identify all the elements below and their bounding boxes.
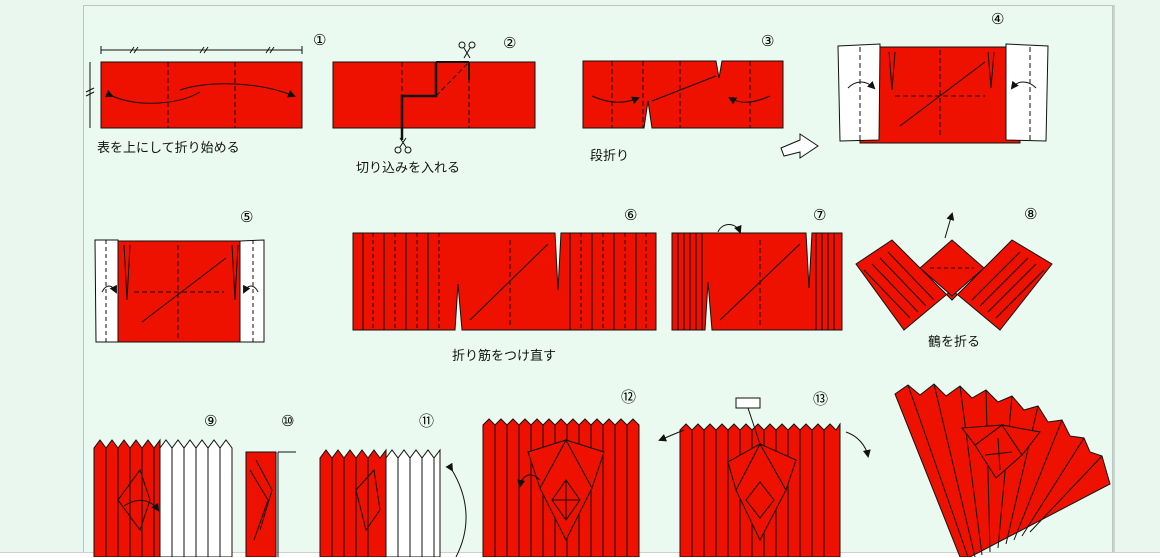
step-number-10: ⑩ [281,412,294,430]
step-9: ⑨ [93,412,233,557]
step-number-3: ③ [761,32,774,50]
paper-rectangle [117,240,261,343]
crane-figure [961,424,1041,479]
fold-arrow [1010,80,1037,90]
rolled-edge-right [239,239,265,343]
step-2: ② 切り込みを入れる [332,34,536,176]
cut-line [400,62,438,140]
step-5: ⑤ [94,208,265,343]
caption-step-8: 鶴を折る [928,334,980,350]
step-number-4: ④ [991,10,1004,28]
fold-arrow [944,212,955,239]
caption-step-6: 折り筋をつけ直す [452,348,556,364]
scissors-icon [458,41,476,59]
step-number-12: ⑫ [621,388,636,406]
curved-arrow-icon [445,462,467,557]
fold-arrow [847,80,876,90]
caption-step-1: 表を上にして折り始める [97,141,240,156]
flap-right [1005,43,1049,142]
flap-left [837,43,881,142]
paper-rectangle [100,61,303,129]
fold-arrow [179,83,296,98]
crease-lines [362,233,647,330]
step-number-7: ⑦ [813,206,826,224]
step-number-11: ⑪ [419,412,434,430]
pleated-strip-white [385,448,441,557]
fold-arrow [591,95,640,105]
step-1: ① 表を上にして折り始める [85,31,326,156]
step-number-2: ② [503,34,516,52]
step-8: ⑧ 鶴を折る [855,205,1053,350]
step-number-13: ⑬ [813,390,828,408]
step-11: ⑪ [319,412,467,557]
step-12: ⑫ [482,388,640,557]
step-number-5: ⑤ [240,208,253,226]
step-number-8: ⑧ [1024,205,1037,223]
finished-fan [894,383,1111,557]
step-3: ③ 段折り [582,32,819,164]
step-13: ⑬ [658,390,871,557]
step-number-9: ⑨ [204,412,217,430]
step-6: ⑥ 折り筋をつけ直す [352,206,657,364]
curved-arrow-icon [717,224,742,234]
step-number-6: ⑥ [624,206,637,224]
paper-pleated [352,232,657,331]
crane-figure [527,438,605,542]
caption-step-3: 段折り [590,149,629,164]
crane-figure [727,442,797,542]
step-4: ④ [837,10,1049,144]
paper-pleated [582,60,784,129]
step-number-1: ① [313,31,326,49]
hollow-arrow-icon [780,133,819,159]
pleated-strip-red [319,448,387,557]
paper-clip-icon [735,397,761,445]
folded-strip [245,451,277,557]
scissors-icon [394,137,412,154]
caption-step-2: 切り込みを入れる [356,161,460,176]
pleated-strip-red [93,438,161,557]
step-10: ⑩ [245,412,296,557]
paper-pleated [671,232,843,331]
fold-arrow [728,95,771,105]
frame-right-rule [1113,5,1115,557]
fold-arrow [104,89,201,104]
step-7: ⑦ [671,206,843,331]
paper-zigzag [855,239,1053,331]
